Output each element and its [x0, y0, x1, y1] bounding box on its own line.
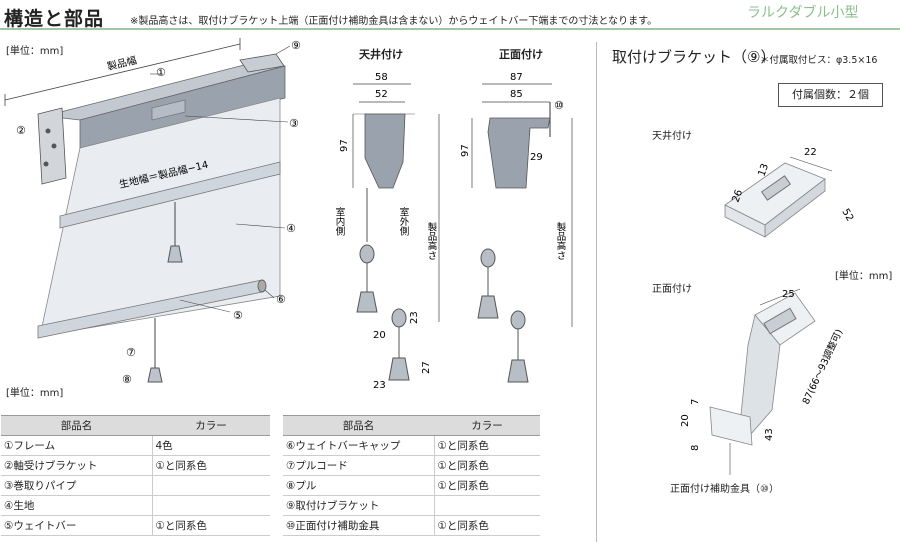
- part-color: ①と同系色: [433, 435, 540, 456]
- ceiling-height-label: 製品高さ: [426, 221, 438, 260]
- part-name: ⑦プルコード: [283, 455, 434, 476]
- ceiling-bracket-dim-52: 52: [839, 207, 855, 224]
- front-dim-97: 97: [460, 144, 471, 157]
- ceiling-dim-20: 20: [373, 330, 386, 341]
- callout-5: ⑤: [233, 309, 243, 322]
- front-bracket-dim-7: 7: [690, 399, 701, 405]
- part-color: ①と同系色: [151, 455, 270, 476]
- front-mount-section: 87 85 97 29 ⑩ 製品高さ: [460, 72, 573, 383]
- front-bracket-dim-25: 25: [782, 289, 795, 300]
- front-dim-29: 29: [530, 152, 543, 163]
- callout-2: ②: [16, 124, 26, 137]
- part-name: ⑨取付けブラケット: [283, 495, 434, 516]
- front-dim-85: 85: [510, 89, 523, 100]
- quantity-box: 付属個数：２個: [778, 83, 883, 107]
- callout-9: ⑨: [291, 39, 301, 52]
- part-color: [433, 495, 540, 516]
- screw-note: ＊付属取付ビス：φ3.5×16: [760, 55, 878, 66]
- width-label: 製品幅: [106, 54, 138, 73]
- bracket-ceiling-label: 天井付け: [652, 131, 692, 142]
- ceiling-dim-23a: 23: [409, 311, 420, 324]
- roller-blind-diagram: 製品幅 生地幅＝製品幅−14 ① ② ③ ④ ⑤ ⑥ ⑦ ⑧ ⑨: [4, 38, 301, 386]
- callout-6: ⑥: [276, 293, 286, 306]
- front-mount-title: 正面付け: [499, 48, 543, 61]
- part-color: ①と同系色: [433, 515, 540, 536]
- aux-bracket-label: 正面付け補助金具（⑩）: [670, 484, 779, 495]
- table-row: ④生地: [1, 495, 270, 516]
- part-name: ⑩正面付け補助金具: [283, 515, 434, 536]
- part-name: ②軸受けブラケット: [1, 455, 152, 476]
- table-header-part: 部品名: [1, 415, 152, 436]
- ceiling-dim-52: 52: [375, 89, 388, 100]
- callout-3: ③: [289, 117, 299, 130]
- part-name: ⑧プル: [283, 475, 434, 496]
- front-bracket-dim-43: 43: [764, 428, 775, 441]
- indoor-label: 室内側: [335, 206, 345, 235]
- ceiling-dim-58: 58: [375, 72, 388, 83]
- header-divider: [0, 28, 900, 30]
- front-bracket-dim-8: 8: [690, 445, 701, 451]
- callout-7: ⑦: [126, 346, 136, 359]
- front-bracket-dim-87: 87(66〜93調整可): [800, 327, 845, 406]
- height-note: ※製品高さは、取付けブラケット上端（正面付け補助金具は含まない）からウェイトバー…: [130, 16, 658, 27]
- table-header-part: 部品名: [283, 415, 434, 436]
- part-color: 4色: [151, 435, 270, 456]
- part-name: ⑥ウェイトバーキャップ: [283, 435, 434, 456]
- ceiling-bracket-dim-13: 13: [756, 162, 771, 178]
- part-color: [151, 475, 270, 496]
- ceiling-dim-27: 27: [421, 361, 432, 374]
- bracket-unit-label: [単位：mm]: [835, 271, 893, 282]
- table-row: ③巻取りパイプ: [1, 475, 270, 496]
- part-name: ③巻取りパイプ: [1, 475, 152, 496]
- part-color: ①と同系色: [433, 475, 540, 496]
- callout-4: ④: [286, 222, 296, 235]
- ceiling-mount-title: 天井付け: [359, 48, 403, 61]
- section-divider: [596, 42, 597, 542]
- outdoor-label: 室外側: [398, 206, 410, 235]
- part-color: ①と同系色: [433, 455, 540, 476]
- table-header-color: カラー: [152, 415, 270, 436]
- bracket-front-label: 正面付け: [652, 284, 692, 295]
- table-header-color: カラー: [434, 415, 540, 436]
- ceiling-bracket-illustration: 22 13 26 52: [724, 147, 855, 238]
- page-title: 構造と部品: [4, 8, 105, 30]
- callout-8: ⑧: [122, 373, 132, 386]
- front-bracket-illustration: 25 87(66〜93調整可) 7 20 8 43: [680, 288, 845, 475]
- brand-label: ラルクダブル小型: [747, 5, 859, 21]
- part-color: ①と同系色: [151, 515, 270, 536]
- ceiling-bracket-dim-22: 22: [804, 147, 817, 158]
- bracket-title: 取付けブラケット（⑨）: [612, 48, 776, 66]
- table-row: ⑨取付けブラケット: [283, 495, 540, 516]
- unit-label-bottom: [単位：mm]: [6, 388, 64, 399]
- ceiling-bracket-dim-26: 26: [730, 188, 745, 204]
- part-name: ④生地: [1, 495, 152, 516]
- callout-1: ①: [156, 66, 166, 79]
- unit-label-top: [単位：mm]: [6, 46, 64, 57]
- ceiling-dim-23b: 23: [373, 380, 386, 391]
- ceiling-mount-section: 58 52 97 室内側 室外側 製品高さ 20 23 27 23: [335, 72, 440, 391]
- part-name: ⑤ウェイトバー: [1, 515, 152, 536]
- part-color: [151, 495, 270, 516]
- front-height-label: 製品高さ: [555, 221, 567, 260]
- callout-10: ⑩: [554, 99, 564, 112]
- part-name: ①フレーム: [1, 435, 152, 456]
- front-bracket-dim-20: 20: [680, 414, 691, 427]
- front-dim-87: 87: [510, 72, 523, 83]
- ceiling-dim-97: 97: [339, 139, 350, 152]
